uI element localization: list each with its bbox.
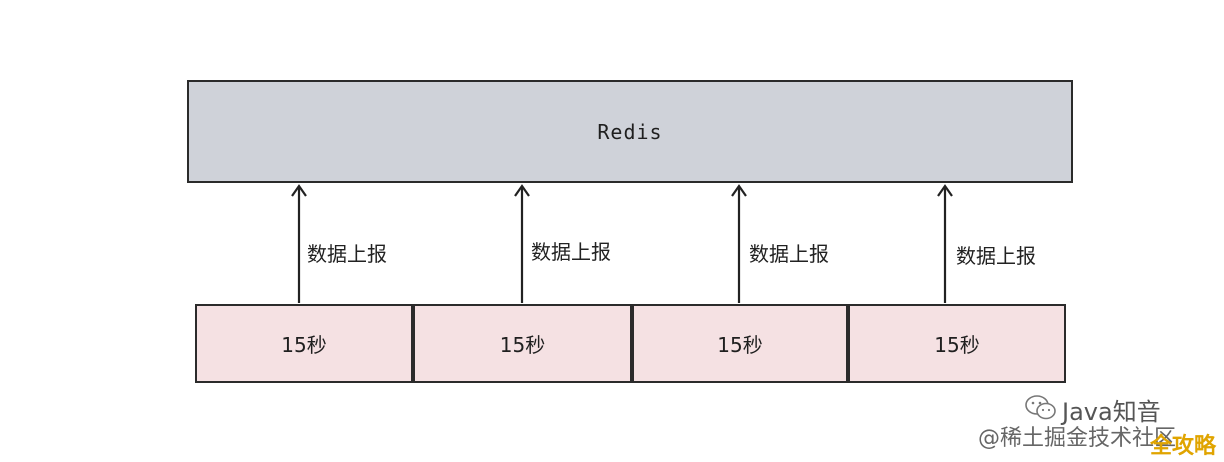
edge-label-3: 数据上报 — [749, 242, 829, 266]
arrow-up-1 — [289, 183, 309, 303]
watermark-source: @稀土掘金技术社区 — [978, 426, 1177, 451]
interval-label-4: 15秒 — [934, 333, 980, 357]
arrow-up-3 — [729, 183, 749, 303]
interval-box-3: 15秒 — [632, 304, 848, 383]
site-badge: 全攻略 — [1150, 434, 1217, 459]
edge-label-4: 数据上报 — [956, 244, 1036, 268]
interval-box-2: 15秒 — [413, 304, 632, 383]
interval-box-4: 15秒 — [848, 304, 1066, 383]
interval-label-3: 15秒 — [717, 333, 763, 357]
redis-label: Redis — [597, 119, 663, 144]
redis-node: Redis — [187, 80, 1073, 183]
arrow-up-4 — [935, 183, 955, 303]
interval-box-1: 15秒 — [195, 304, 413, 383]
interval-label-1: 15秒 — [281, 333, 327, 357]
edge-label-2: 数据上报 — [531, 240, 611, 264]
edge-label-1: 数据上报 — [307, 242, 387, 266]
wechat-icon — [1024, 394, 1058, 422]
watermark-account: Java知音 — [1062, 398, 1161, 426]
interval-label-2: 15秒 — [499, 333, 546, 357]
arrow-up-2 — [512, 183, 532, 303]
